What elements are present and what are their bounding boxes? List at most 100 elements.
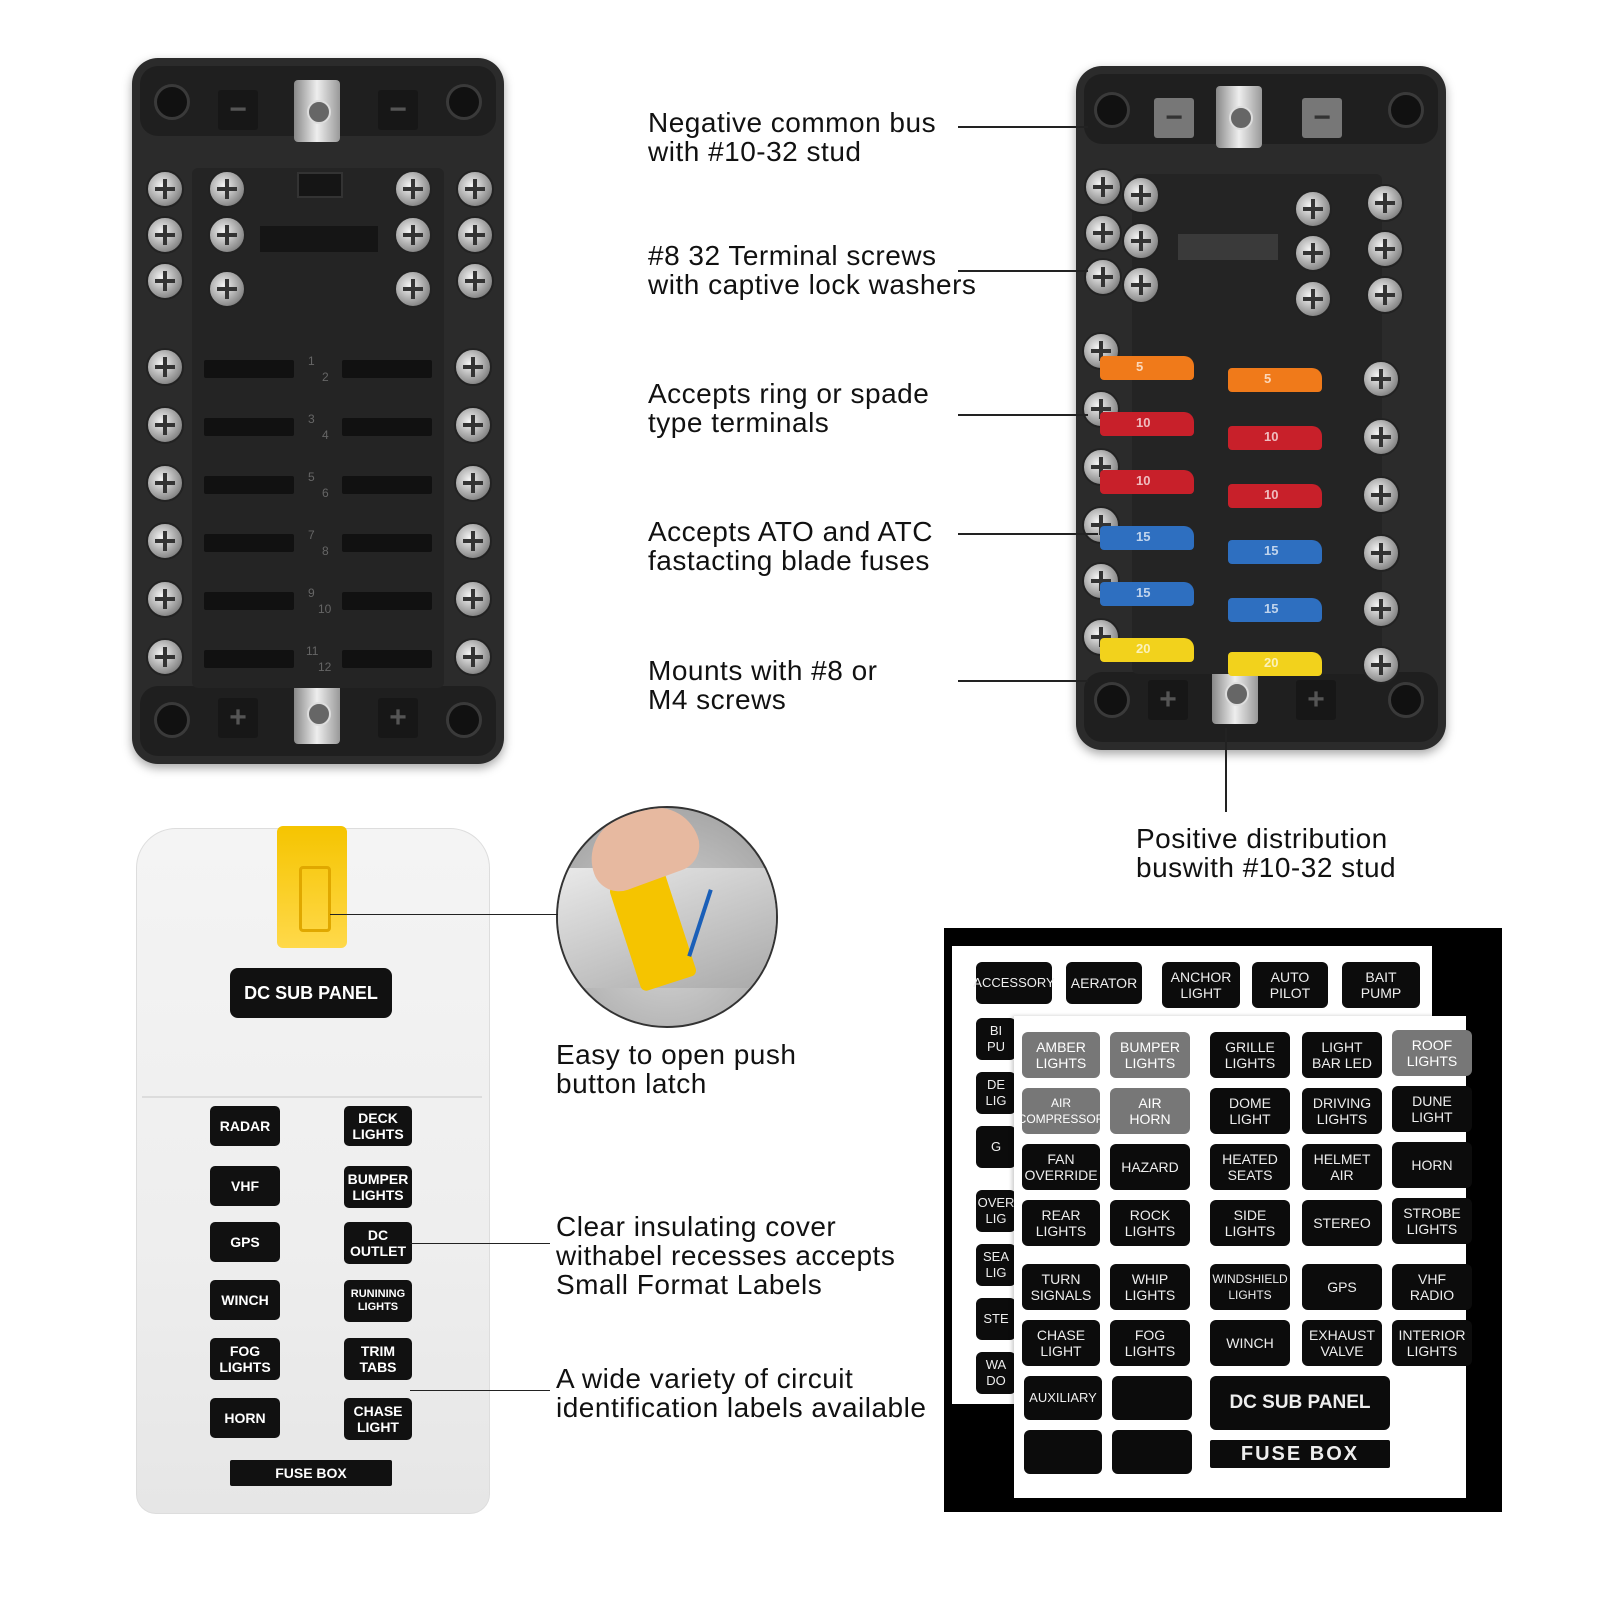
fuse-rating: 5 (1136, 359, 1144, 374)
sticker-label-large: FUSE BOX (1210, 1440, 1390, 1468)
sticker-label: HELMET AIR (1302, 1144, 1382, 1190)
leader-line (958, 533, 1098, 535)
sticker-label: ROCK LIGHTS (1110, 1200, 1190, 1246)
terminal-screw (146, 406, 184, 444)
mount-hole (154, 84, 190, 120)
terminal-screw (456, 262, 494, 300)
blade-fuse: 15 (1100, 582, 1194, 606)
sticker-label: AUXILIARY (1024, 1376, 1102, 1420)
terminal-screw (456, 170, 494, 208)
circuit-label: GPS (210, 1222, 280, 1262)
circuit-label: DECK LIGHTS (344, 1106, 412, 1146)
fuse-rating: 20 (1264, 655, 1279, 670)
blade-fuse: 10 (1228, 484, 1322, 508)
fuse-rating: 15 (1264, 601, 1279, 616)
sticker-label: ANCHOR LIGHT (1162, 962, 1240, 1008)
sticker-label: WINDSHIELD LIGHTS (1210, 1264, 1290, 1310)
sticker-label: AMBER LIGHTS (1022, 1032, 1100, 1078)
cover-ridge (142, 1096, 482, 1098)
fuse-slot (204, 534, 294, 552)
terminal-screw (146, 348, 184, 386)
minus-sign-icon: − (1302, 98, 1342, 138)
sticker-label: INTERIOR LIGHTS (1392, 1320, 1472, 1366)
callout-ring-spade: Accepts ring or spade type terminals (648, 378, 930, 438)
terminal-screw (1294, 280, 1332, 318)
mount-hole (1388, 92, 1424, 128)
fuse-slot (204, 360, 294, 378)
fuse-rating: 10 (1136, 415, 1151, 430)
sticker-label: BUMPER LIGHTS (1110, 1032, 1190, 1078)
plus-sign-icon: + (218, 698, 258, 738)
sticker-label-large: DC SUB PANEL (1210, 1376, 1390, 1430)
slot-number: 1 (308, 354, 315, 368)
mount-hole (446, 84, 482, 120)
sticker-label: AIR COMPRESSOR (1018, 1088, 1104, 1134)
sticker-label-partial: DE LIG (976, 1072, 1016, 1114)
terminal-screw (454, 580, 492, 618)
leader-line (958, 270, 1088, 272)
slot-number: 10 (318, 602, 332, 616)
sticker-label: ROOF LIGHTS (1392, 1030, 1472, 1076)
circuit-label: BUMPER LIGHTS (344, 1166, 412, 1208)
terminal-screw (1362, 360, 1400, 398)
sticker-label: STROBE LIGHTS (1392, 1198, 1472, 1244)
sticker-label: HEATED SEATS (1210, 1144, 1290, 1190)
negative-stud (294, 80, 340, 142)
terminal-screw (1366, 276, 1404, 314)
terminal-screw (1122, 222, 1160, 260)
callout-push-latch: Easy to open push button latch (556, 1039, 797, 1099)
callout-positive-bus: Positive distribution buswith #10-32 stu… (1136, 823, 1397, 883)
slot-number: 11 (306, 644, 319, 658)
slot-number: 3 (308, 412, 315, 426)
label-recess (260, 226, 378, 252)
callout-wide-variety: A wide variety of circuit identification… (556, 1363, 927, 1423)
latch-closeup (556, 806, 778, 1028)
terminal-screw (1084, 214, 1122, 252)
fuse-slot (342, 534, 432, 552)
sticker-label: ACCESSORY (973, 962, 1055, 1004)
leader-line (958, 680, 1088, 682)
circuit-label: TRIM TABS (344, 1338, 412, 1380)
fuse-rating: 10 (1136, 473, 1151, 488)
slot-number: 6 (322, 486, 329, 500)
leader-line (410, 1243, 550, 1244)
terminal-screw (1122, 266, 1160, 304)
terminal-screw (146, 464, 184, 502)
sticker-label: STEREO (1302, 1200, 1382, 1246)
leader-line (958, 126, 1088, 128)
mount-hole (446, 702, 482, 738)
sticker-label: LIGHT BAR LED (1302, 1032, 1382, 1078)
sticker-label: HAZARD (1110, 1144, 1190, 1190)
blade-fuse: 15 (1100, 526, 1194, 550)
fuse-rating: 10 (1264, 429, 1279, 444)
circuit-label: FOG LIGHTS (210, 1338, 280, 1380)
slot-number: 8 (322, 544, 329, 558)
sticker-label: TURN SIGNALS (1022, 1264, 1100, 1310)
leader-line (958, 414, 1088, 416)
terminal-screw (394, 270, 432, 308)
circuit-label: CHASE LIGHT (344, 1398, 412, 1440)
callout-mounts: Mounts with #8 or M4 screws (648, 655, 878, 715)
terminal-screw (208, 270, 246, 308)
sticker-label: WINCH (1210, 1320, 1290, 1366)
circuit-label: VHF (210, 1166, 280, 1206)
push-button-latch[interactable] (277, 826, 347, 948)
terminal-screw (146, 216, 184, 254)
callout-clear-cover: Clear insulating cover withabel recesses… (556, 1211, 896, 1300)
terminal-screw (146, 580, 184, 618)
sticker-label: BAIT PUMP (1342, 962, 1420, 1008)
minus-sign-icon: − (218, 90, 258, 130)
terminal-screw (1084, 168, 1122, 206)
slot-number: 5 (308, 470, 315, 484)
blade-fuse: 10 (1100, 470, 1194, 494)
blade-fuse: 5 (1228, 368, 1322, 392)
fuse-rating: 15 (1264, 543, 1279, 558)
terminal-screw (454, 348, 492, 386)
sticker-label: DOME LIGHT (1210, 1088, 1290, 1134)
terminal-screw (208, 216, 246, 254)
terminal-screw (1362, 476, 1400, 514)
fuse-slot (204, 476, 294, 494)
negative-stud (1216, 86, 1262, 148)
sticker-label: FOG LIGHTS (1110, 1320, 1190, 1366)
sticker-label-partial: WA DO (976, 1352, 1016, 1394)
